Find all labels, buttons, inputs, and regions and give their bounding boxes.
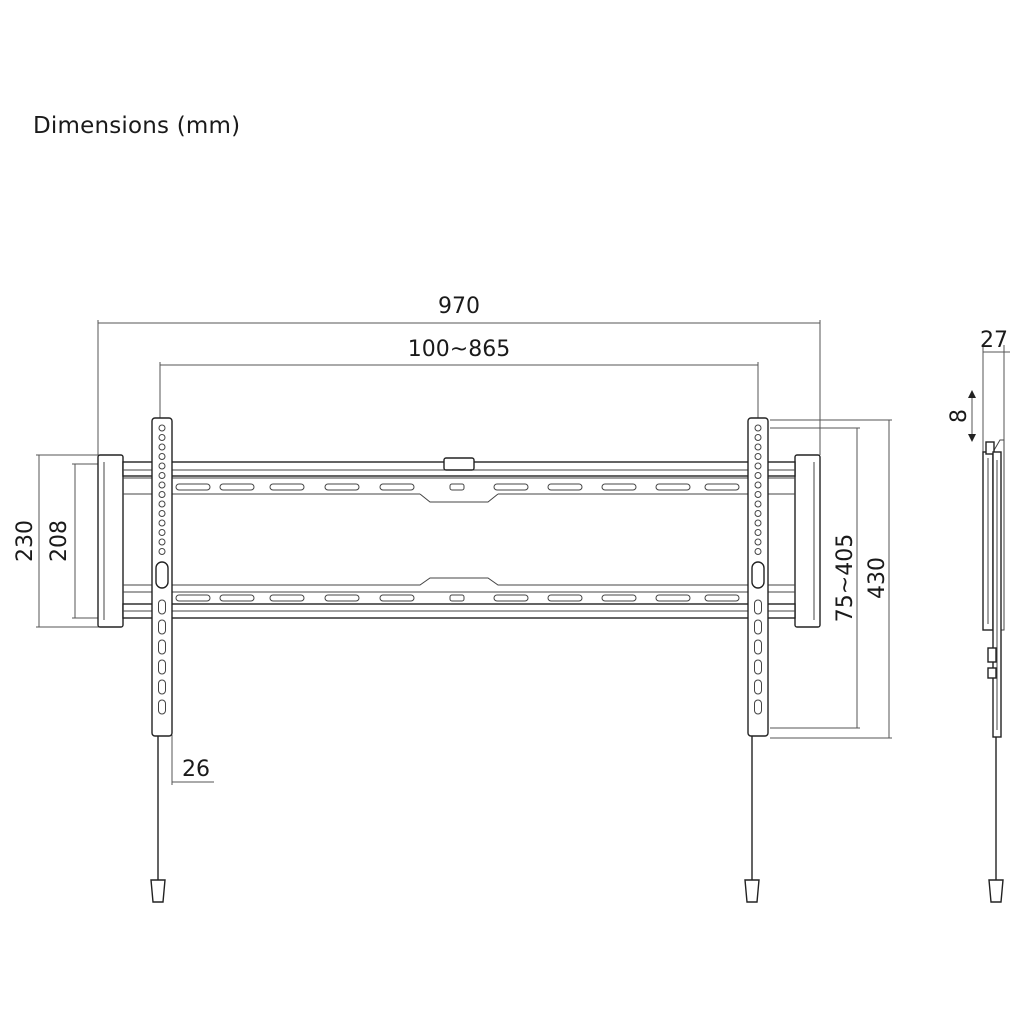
- arm-slot: [754, 699, 762, 715]
- arm-hole: [158, 424, 166, 432]
- label-depth: 27: [980, 328, 1008, 353]
- arm-hole: [158, 472, 166, 479]
- arm-slot: [158, 699, 166, 715]
- arm-hole: [754, 538, 762, 546]
- page-title: Dimensions (mm): [33, 113, 241, 139]
- arm-hole: [158, 519, 166, 527]
- arm-hole: [754, 529, 762, 536]
- arm-hole: [754, 519, 762, 527]
- arm-hole: [754, 548, 762, 555]
- dimension-vesa-width: 100~865: [159, 337, 759, 420]
- label-vesa-width: 100~865: [408, 337, 510, 362]
- left-arm: [150, 417, 173, 903]
- right-arm: [744, 417, 769, 903]
- arm-hole: [754, 472, 762, 479]
- top-rail-slots: [175, 483, 740, 491]
- arm-hole: [754, 500, 762, 508]
- label-arm-height: 430: [865, 557, 890, 599]
- arm-hole: [754, 434, 762, 441]
- arm-hole: [754, 453, 762, 460]
- side-view: 27 8: [947, 328, 1010, 903]
- arm-slot: [158, 679, 166, 695]
- arm-hole: [754, 462, 762, 470]
- arm-slot: [754, 599, 762, 615]
- wall-plate: [97, 454, 821, 628]
- arm-hole: [158, 481, 166, 489]
- arm-hole: [158, 491, 166, 498]
- arm-slot: [754, 639, 762, 655]
- arm-hole: [158, 462, 166, 470]
- arm-hole: [158, 538, 166, 546]
- arm-hole: [158, 510, 166, 517]
- arm-slot: [158, 619, 166, 635]
- arm-hole: [754, 481, 762, 489]
- arm-slot: [158, 599, 166, 615]
- arm-hole: [158, 529, 166, 536]
- arm-hole: [754, 443, 762, 451]
- dimension-right-heights: 75~405 430: [770, 419, 892, 739]
- label-arm-width: 26: [182, 757, 210, 782]
- arm-slot: [158, 639, 166, 655]
- arm-hole: [158, 548, 166, 555]
- arm-hole: [158, 443, 166, 451]
- arm-slot: [754, 679, 762, 695]
- label-vesa-height: 75~405: [833, 534, 858, 622]
- label-height-inner: 208: [47, 520, 72, 562]
- label-height-outer: 230: [13, 520, 38, 562]
- label-overall-width: 970: [438, 294, 480, 319]
- arm-hole: [754, 491, 762, 498]
- arm-slot: [754, 619, 762, 635]
- arm-slot: [754, 659, 762, 675]
- arm-hole: [754, 510, 762, 517]
- bottom-rail-slots: [175, 594, 740, 602]
- dimension-left-heights: 230 208: [13, 454, 100, 628]
- arm-slot: [158, 659, 166, 675]
- arm-hole: [158, 500, 166, 508]
- label-tilt-offset: 8: [947, 409, 972, 423]
- arm-hole: [158, 434, 166, 441]
- dimension-overall-width: 970: [97, 294, 821, 455]
- arm-hole: [754, 424, 762, 432]
- dimension-arm-width: 26: [171, 735, 214, 785]
- arm-hole: [158, 453, 166, 460]
